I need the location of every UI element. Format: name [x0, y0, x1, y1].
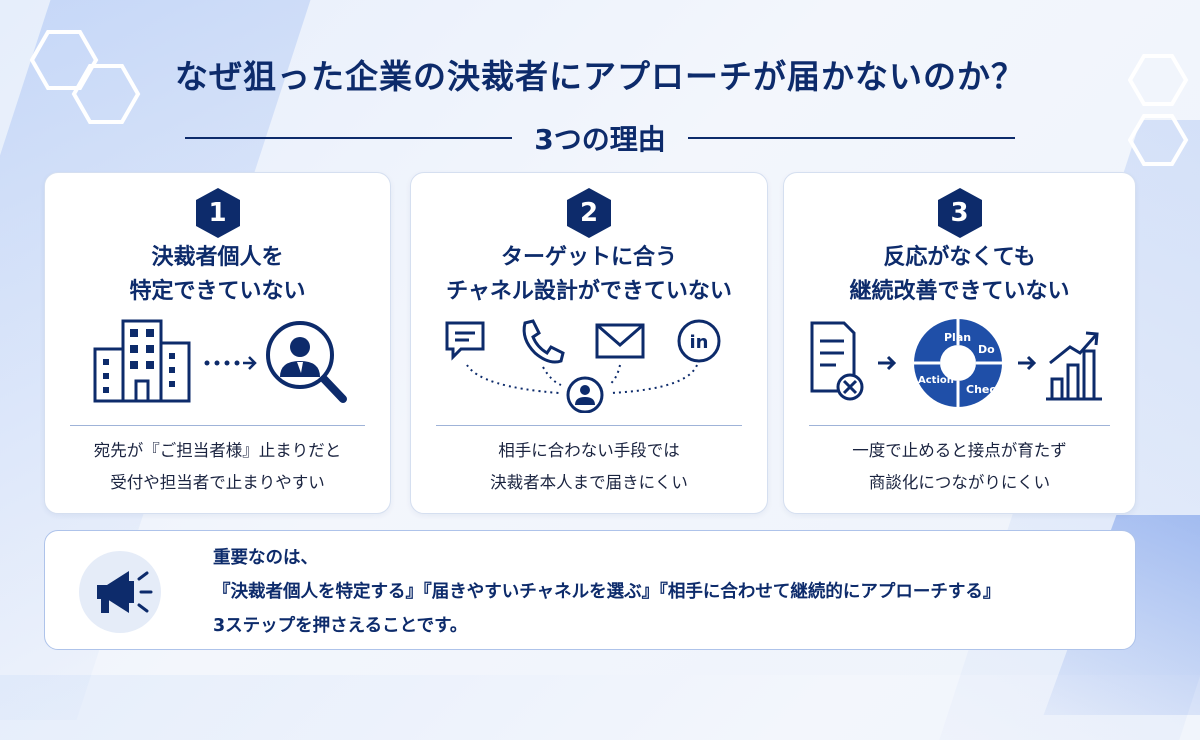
svg-text:in: in	[690, 332, 709, 353]
dotted-arrow	[204, 356, 257, 370]
pdca-check: Check	[966, 383, 1004, 396]
subtitle-row: 3つの理由	[185, 118, 1016, 158]
person-icon	[566, 376, 604, 413]
reason-desc-line: 相手に合わない手段では	[498, 441, 680, 460]
reason-number-badge: 2	[565, 187, 613, 239]
pdca-action: Action	[918, 375, 954, 386]
reason-description: 一度で止めると接点が育たず 商談化につながりにくい	[784, 435, 1135, 499]
reason-title-line: 継続改善できていない	[849, 279, 1070, 304]
building-icon	[93, 319, 191, 403]
reason-title-line: 反応がなくても	[883, 245, 1036, 270]
reason-number-badge: 1	[194, 187, 242, 239]
reason-title: 決裁者個人を 特定できていない	[45, 241, 390, 309]
dotted-connector	[466, 364, 698, 394]
subtitle: 3つの理由	[534, 123, 666, 156]
reason-illustration	[93, 319, 347, 403]
reason-desc-line: 宛先が『ご担当者様』止まりだと	[93, 441, 342, 460]
person-magnifier-icon	[266, 321, 347, 403]
reason-description: 相手に合わない手段では 決裁者本人まで届きにくい	[411, 435, 767, 499]
pdca-cycle-icon: Plan Do Check Action	[914, 319, 1004, 407]
reason-card-1: 1 決裁者個人を 特定できていない	[44, 172, 391, 514]
reason-title-line: ターゲットに合う	[500, 245, 677, 270]
growth-chart-icon	[1046, 331, 1102, 401]
hexagon-decoration-right	[1128, 54, 1189, 166]
reason-desc-line: 商談化につながりにくい	[868, 473, 1051, 492]
subtitle-line-right	[687, 137, 1016, 139]
arrow-right	[878, 355, 897, 371]
megaphone-badge	[79, 551, 161, 633]
reason-title: 反応がなくても 継続改善できていない	[784, 241, 1135, 309]
reason-title-line: 特定できていない	[129, 279, 306, 304]
mail-icon	[595, 323, 645, 359]
reason-illustration: in	[445, 319, 721, 413]
megaphone-icon	[97, 571, 153, 613]
reason-number-badge: 3	[936, 187, 984, 239]
key-point-text: 重要なのは、 『決裁者個人を特定する』『届きやすいチャネルを選ぶ』『相手に合わせ…	[213, 541, 1000, 643]
reason-illustration: Plan Do Check Action	[810, 319, 1102, 407]
subtitle-line-left	[185, 137, 513, 139]
reason-title-line: 決裁者個人を	[151, 245, 284, 270]
card-divider	[70, 425, 365, 426]
reason-desc-line: 決裁者本人まで届きにくい	[490, 473, 688, 492]
hexagon-decoration-left	[29, 30, 141, 124]
reason-desc-line: 一度で止めると接点が育たず	[852, 441, 1067, 460]
arrow-right	[1018, 355, 1037, 371]
phone-icon	[522, 319, 565, 364]
reason-desc-line: 受付や担当者で止まりやすい	[110, 473, 325, 492]
key-point-line: 3ステップを押さえることです。	[213, 616, 468, 636]
linkedin-icon: in	[677, 319, 721, 363]
key-point-line: 『決裁者個人を特定する』『届きやすいチャネルを選ぶ』『相手に合わせて継続的にアプ…	[213, 582, 1001, 602]
pdca-do: Do	[978, 343, 995, 356]
reason-number: 2	[579, 198, 599, 228]
card-divider	[436, 425, 742, 426]
document-x-icon	[810, 321, 864, 401]
reason-number: 1	[208, 198, 227, 228]
reason-title-line: チャネル設計ができていない	[446, 279, 732, 304]
chat-icon	[445, 321, 485, 361]
pdca-plan: Plan	[944, 331, 971, 344]
card-divider	[809, 425, 1110, 426]
key-point-line: 重要なのは、	[213, 548, 318, 568]
key-point-box: 重要なのは、 『決裁者個人を特定する』『届きやすいチャネルを選ぶ』『相手に合わせ…	[44, 530, 1136, 650]
reason-title: ターゲットに合う チャネル設計ができていない	[411, 241, 767, 309]
reason-card-3: 3 反応がなくても 継続改善できていない Plan Do Check Actio…	[783, 172, 1136, 514]
reason-number: 3	[950, 198, 969, 228]
reason-card-2: 2 ターゲットに合う チャネル設計ができていない in	[410, 172, 768, 514]
reason-description: 宛先が『ご担当者様』止まりだと 受付や担当者で止まりやすい	[45, 435, 390, 499]
page-title: なぜ狙った企業の決裁者にアプローチが届かないのか？	[175, 57, 1025, 96]
